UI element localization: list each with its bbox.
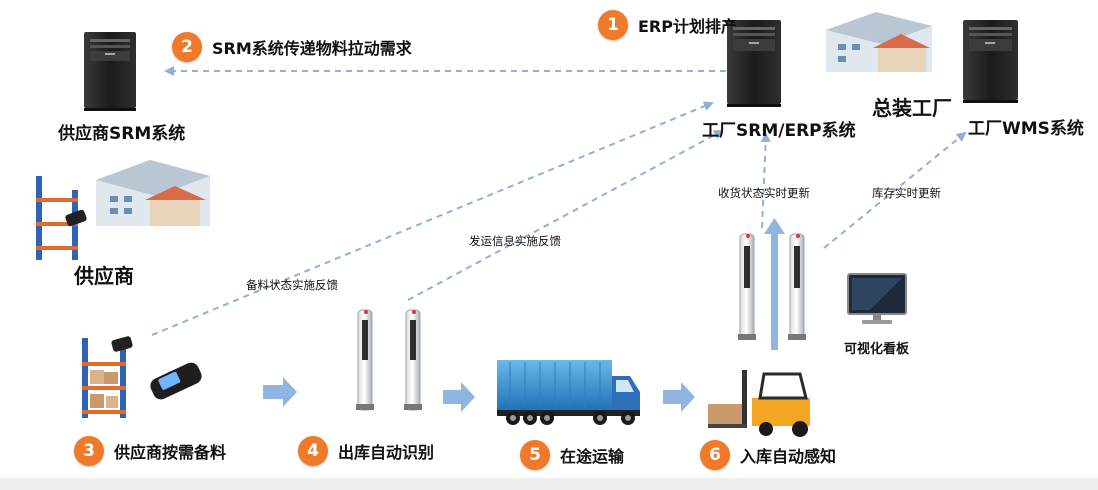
supplier-srm-label: 供应商SRM系统 (58, 124, 186, 144)
arrow-receiving-status (760, 132, 771, 229)
step-5: 5 在途运输 (520, 440, 624, 470)
step-text: 在途运输 (560, 447, 625, 466)
shelf-icon (36, 176, 78, 260)
inventory-label: 库存实时更新 (872, 186, 941, 200)
supplier-label: 供应商 (74, 264, 134, 288)
step-text: 供应商按需备料 (114, 443, 227, 462)
rfid-gate-icon (356, 309, 422, 411)
process-arrows (263, 377, 695, 412)
footer-bar (0, 478, 1098, 490)
step-text: 出库自动识别 (338, 443, 435, 462)
step-6: 6 入库自动感知 (700, 440, 836, 470)
monitor-icon (847, 273, 907, 324)
step-number-badge: 1 (598, 10, 628, 40)
truck-icon (497, 360, 640, 425)
handheld-scanner-icon (65, 209, 87, 227)
factory-srm-erp-label: 工厂SRM/ERP系统 (702, 121, 856, 141)
step-number-badge: 3 (74, 436, 104, 466)
visual-board-label: 可视化看板 (844, 342, 910, 357)
step-4: 4 出库自动识别 (298, 436, 434, 466)
forklift-icon (708, 370, 810, 437)
arrow-shipping-info (407, 130, 724, 301)
factory-building-icon (96, 160, 210, 226)
step-2: 2 SRM系统传递物料拉动需求 (172, 32, 412, 62)
upload-arrow (764, 218, 785, 350)
arrow-material-status (151, 101, 714, 336)
step-number-badge: 4 (298, 436, 328, 466)
factory-building-icon (826, 12, 932, 72)
assembly-factory-label: 总装工厂 (872, 96, 952, 120)
step-number-badge: 2 (172, 32, 202, 62)
step-1: 1 ERP计划排产 (598, 10, 737, 40)
process-arrow-1 (263, 377, 297, 407)
step-text: 入库自动感知 (740, 447, 837, 466)
server-icon (84, 32, 136, 111)
step-number-badge: 5 (520, 440, 550, 470)
arrow-inventory (823, 131, 967, 249)
rfid-gate-icon (738, 233, 806, 340)
step-number-badge: 6 (700, 440, 730, 470)
material-status-label: 备料状态实施反馈 (246, 278, 338, 292)
step-text: ERP计划排产 (638, 17, 737, 36)
flow-arrows (151, 66, 967, 336)
shipping-info-label: 发运信息实施反馈 (469, 234, 561, 248)
process-arrow-2 (443, 382, 475, 412)
server-icon (727, 20, 781, 107)
factory-wms-label: 工厂WMS系统 (968, 119, 1084, 139)
goods-shelf-icon (82, 336, 133, 418)
process-arrow-3 (663, 382, 695, 412)
handheld-terminal-icon (150, 362, 202, 400)
step-text: SRM系统传递物料拉动需求 (212, 39, 412, 58)
server-icon (963, 20, 1018, 103)
step-3: 3 供应商按需备料 (74, 436, 226, 466)
receiving-status-label: 收货状态实时更新 (718, 186, 810, 200)
